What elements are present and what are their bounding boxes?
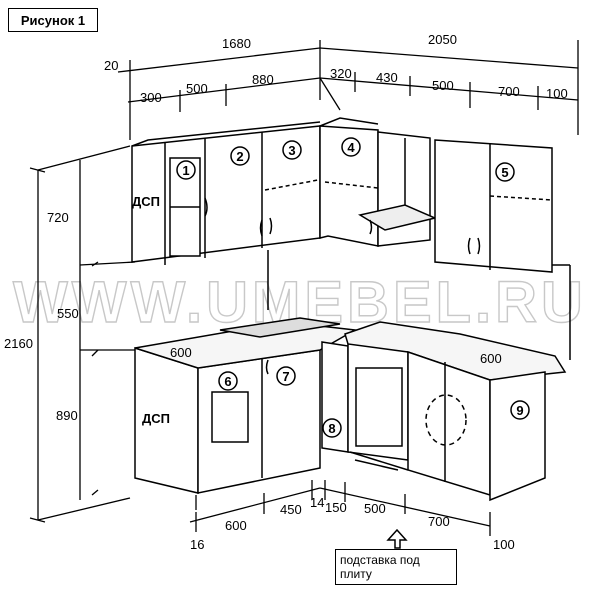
- dim-label: 500: [186, 81, 208, 96]
- dim-label: 600: [225, 518, 247, 533]
- material-label-lower: ДСП: [142, 411, 170, 426]
- dim-label: 100: [493, 537, 515, 552]
- lower-cabinets-right: [321, 264, 571, 502]
- dim-label: 150: [325, 500, 347, 515]
- module-numbers: 1 2 3 4 5 6 7 8 9: [182, 140, 523, 436]
- module-number: 1: [182, 163, 189, 178]
- module-number: 6: [224, 374, 231, 389]
- dim-label: 430: [376, 70, 398, 85]
- dim-label: 450: [280, 502, 302, 517]
- module-number: 8: [328, 421, 335, 436]
- dim-label: 16: [190, 537, 204, 552]
- dim-label: 300: [140, 90, 162, 105]
- material-label-upper: ДСП: [132, 194, 160, 209]
- up-arrow-icon: [386, 528, 408, 549]
- figure-title: Рисунок 1: [8, 8, 98, 32]
- dim-label: 600: [480, 351, 502, 366]
- dim-label: 500: [432, 78, 454, 93]
- upper-cabinets-right: [319, 117, 553, 273]
- stand-callout-line2: плиту: [340, 567, 372, 581]
- dim-label: 550: [57, 306, 79, 321]
- module-number: 2: [236, 149, 243, 164]
- stand-callout-line1: подставка под: [340, 553, 420, 567]
- module-number: 3: [288, 143, 295, 158]
- dim-label: 2160: [4, 336, 33, 351]
- dim-label: 880: [252, 72, 274, 87]
- dimension-lines: [29, 40, 579, 536]
- dim-label: 1680: [222, 36, 251, 51]
- dim-label: 890: [56, 408, 78, 423]
- dim-label: 700: [498, 84, 520, 99]
- module-number: 4: [347, 140, 355, 155]
- module-number: 5: [501, 165, 508, 180]
- dim-label: 100: [546, 86, 568, 101]
- dim-label: 2050: [428, 32, 457, 47]
- stand-callout: подставка под плиту: [335, 549, 457, 585]
- module-number: 9: [516, 403, 523, 418]
- dim-label: 500: [364, 501, 386, 516]
- module-number: 7: [282, 369, 289, 384]
- dim-label: 720: [47, 210, 69, 225]
- dim-label: 700: [428, 514, 450, 529]
- dim-label: 600: [170, 345, 192, 360]
- dimension-labels: 1680 2050 20 300 500 880 320 430 500 700…: [4, 32, 568, 552]
- dim-label: 14: [310, 495, 324, 510]
- dim-label: 320: [330, 66, 352, 81]
- dim-label: 20: [104, 58, 118, 73]
- module-markers: [176, 137, 530, 438]
